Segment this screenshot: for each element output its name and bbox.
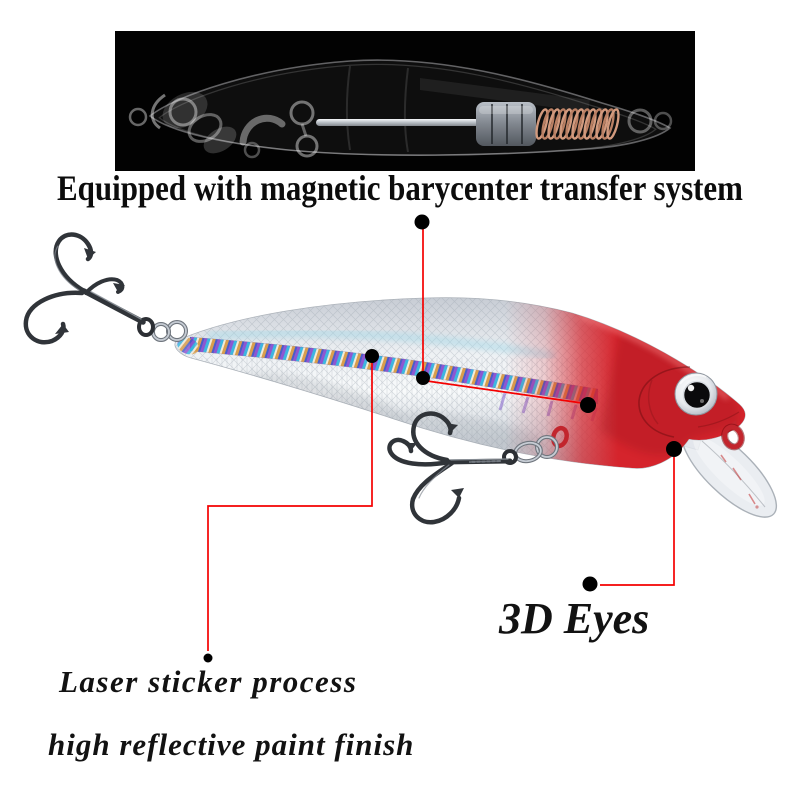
belly-treble-hook [387,411,569,525]
spring-coil [535,108,620,140]
callout-lines [207,229,675,651]
callout-line-laser [207,363,373,651]
callout-dot [416,371,430,385]
headline-text: Equipped with magnetic barycenter transf… [57,168,743,208]
callout-dot [582,576,598,592]
callout-line-barycenter-diagonal [426,380,583,404]
magnetic-weight [476,102,536,146]
transfer-shaft [316,119,479,126]
banner-background [115,31,695,171]
mouth-eyelet [721,420,745,451]
label-laser-sticker: Laser sticker process [59,664,358,699]
callout-dot [414,214,430,230]
label-paint-finish: high reflective paint finish [48,727,415,762]
label-3d-eyes: 3D Eyes [499,594,650,643]
lure-photo [23,232,778,525]
callout-dot [580,397,596,413]
callout-line-eyes [600,457,675,586]
rear-treble-hook [23,232,188,345]
callout-dot [666,441,682,457]
xray-lure-image [128,59,673,159]
lure-3d-eye [674,372,718,416]
callout-dot [365,349,379,363]
callout-dot [203,653,213,663]
xray-banner [115,31,695,171]
callout-dots [203,214,682,663]
